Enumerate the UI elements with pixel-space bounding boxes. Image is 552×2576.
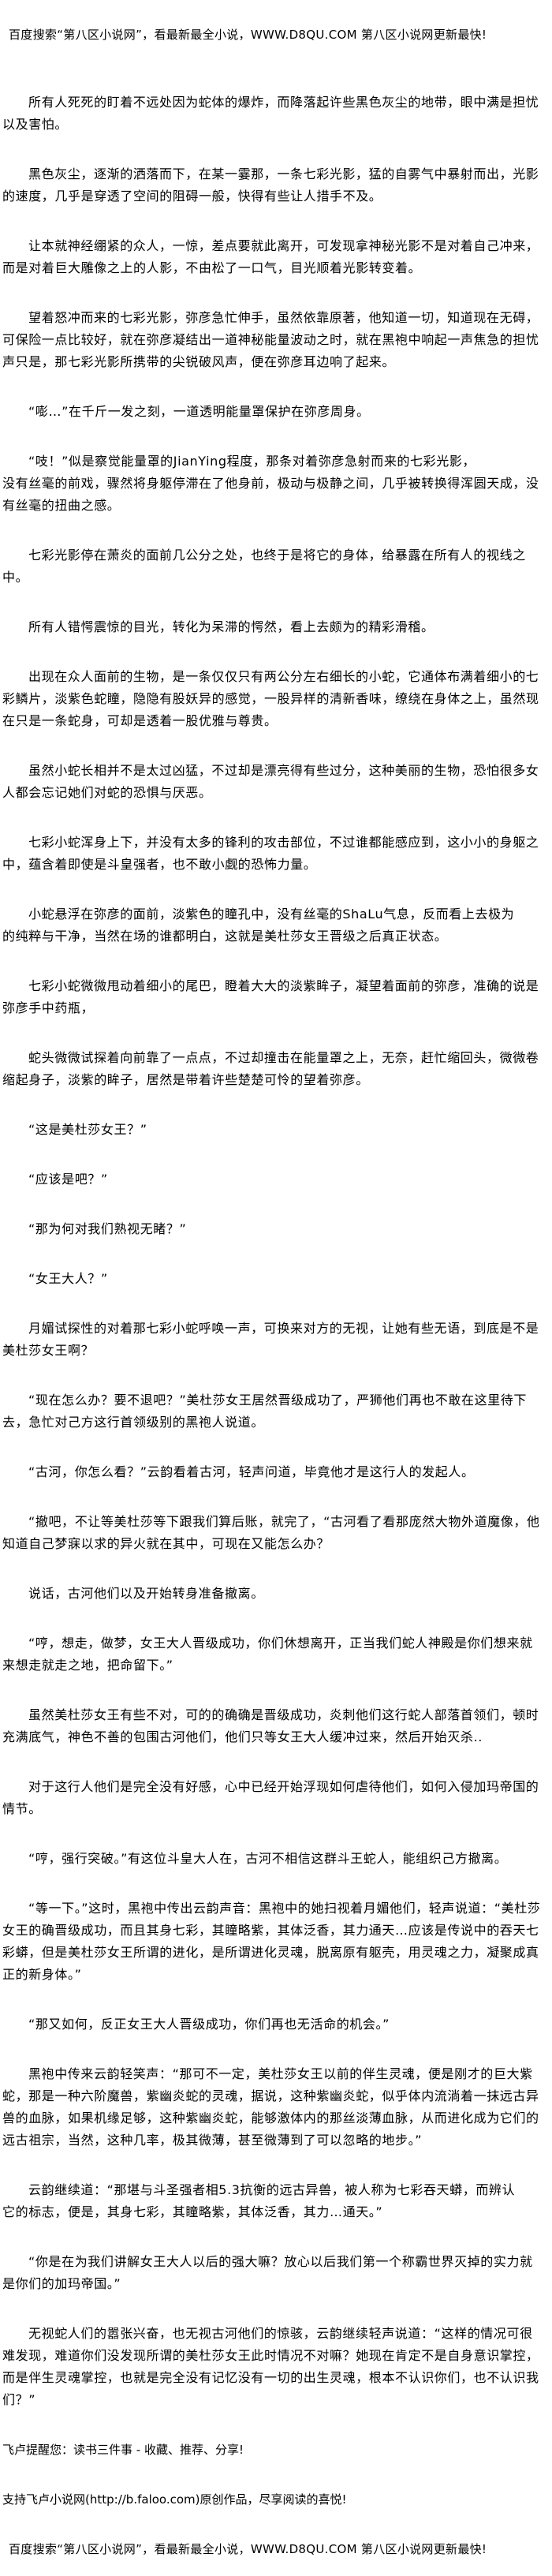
paragraph: 说话，古河他们以及开始转身准备撤离。 (28, 1586, 264, 1601)
paragraph: “撤吧，不让等美杜莎等下跟我们算后账，就完了，“古河看了看那庞然大物外道魔像，他… (2, 1514, 540, 1551)
paragraph: 虽然美杜莎女王有些不对，可的的确确是晋级成功，炎刺他们这行蛇人部落首领们，顿时充… (2, 1707, 539, 1744)
paragraph: “古河，你怎么看？”云韵看着古河，轻声问道，毕竟他才是这行人的发起人。 (28, 1464, 475, 1479)
paragraph: “哼，强行突破。”有这位斗皇大人在，古河不相信这群斗王蛇人，能组织己方撤离。 (28, 1851, 508, 1866)
paragraph: “你是在为我们讲解女王大人以后的强大嘛？放心以后我们第一个称霸世界灭掉的实力就是… (2, 2254, 533, 2291)
paragraph: “嘭…”在千斤一发之刻，一道透明能量罩保护在弥彦周身。 (28, 404, 370, 419)
paragraph: 黑袍中传来云韵轻笑声：“那可不一定，美杜莎女王以前的伴生灵魂，便是刚才的巨大紫蛇… (2, 2066, 539, 2148)
paragraph: “女王大人？” (28, 1271, 108, 1286)
support-notice: 支持飞卢小说网(http://b.faloo.com)原创作品，尽享阅读的喜悦! (2, 2492, 347, 2507)
paragraph: “应该是吧？” (28, 1172, 108, 1187)
paragraph: 所有人死死的盯着不远处因为蛇体的爆炸，而降落起许些黑色灰尘的地带，眼中满是担忧以… (2, 95, 539, 132)
reading-reminder: 飞卢提醒您：读书三件事 - 收藏、推荐、分享! (2, 2443, 244, 2457)
site-banner-top: 百度搜索“第八区小说网”，看最新最全小说，WWW.D8QU.COM 第八区小说网… (9, 28, 487, 42)
paragraph: “那又如何，反正女王大人晋级成功，你们再也无活命的机会。” (28, 2017, 390, 2032)
paragraph: “吱！”似是察觉能量罩的JianYing程度，那条对着弥彦急射而来的七彩光影， … (2, 454, 539, 513)
paragraph: 月媚试探性的对着那七彩小蛇呼唤一声，可换来对方的无视，让她有些无语，到底是不是美… (2, 1321, 539, 1358)
paragraph: 小蛇悬浮在弥彦的面前，淡紫色的瞳孔中，没有丝毫的ShaLu气息，反而看上去极为 … (2, 907, 515, 944)
paragraph: 对于这行人他们是完全没有好感，心中已经开始浮现如何虐待他们，如何入侵加玛帝国的情… (2, 1779, 539, 1816)
paragraph: 所有人错愕震惊的目光，转化为呆滞的愕然，看上去颇为的精彩滑稽。 (28, 619, 435, 634)
site-banner-bottom: 百度搜索“第八区小说网”，看最新最全小说，WWW.D8QU.COM 第八区小说网… (9, 2542, 487, 2556)
paragraph: 出现在众人面前的生物，是一条仅仅只有两公分左右细长的小蛇，它通体布满着细小的七彩… (2, 669, 539, 728)
paragraph: “哼，想走，做梦，女王大人晋级成功，你们休想离开，正当我们蛇人神殿是你们想来就来… (2, 1636, 533, 1673)
paragraph: “现在怎么办？要不退吧？”美杜莎女王居然晋级成功了，严狮他们再也不敢在这里待下去… (2, 1393, 527, 1430)
paragraph: “这是美杜莎女王？” (28, 1122, 147, 1137)
paragraph: 蛇头微微试探着向前靠了一点点，不过却撞击在能量罩之上，无奈，赶忙缩回头，微微卷缩… (2, 1050, 539, 1087)
paragraph: 无视蛇人们的嚣张兴奋，也无视古河他们的惊骇，云韵继续轻声说道：“这样的情况可很难… (2, 2326, 539, 2407)
paragraph: “那为何对我们熟视无睹？” (28, 1221, 187, 1236)
paragraph: 云韵继续道：“那堪与斗圣强者相5.3抗衡的远古异兽，被人称为七彩吞天蟒，而辨认 … (2, 2182, 516, 2219)
paragraph: 黑色灰尘，逐渐的洒落而下，在某一霎那，一条七彩光影，猛的自雾气中暴射而出，光影的… (2, 166, 539, 204)
paragraph: 七彩光影停在萧炎的面前几公分之处，也终于是将它的身体，给暴露在所有人的视线之中。 (2, 548, 526, 585)
paragraph: 七彩小蛇微微甩动着细小的尾巴，瞪着大大的淡紫眸子，凝望着面前的弥彦，准确的说是弥… (2, 978, 539, 1015)
paragraph: “等一下。”这时，黑袍中传出云韵声音：黑袍中的她扫视着月媚他们，轻声说道：“美杜… (2, 1901, 541, 1982)
paragraph: 望着怒冲而来的七彩光影，弥彦急忙伸手，虽然依靠原著，他知道一切，知道现在无碍，可… (2, 310, 539, 369)
paragraph: 虽然小蛇长相并不是太过凶猛，不过却是漂亮得有些过分，这种美丽的生物，恐怕很多女人… (2, 763, 539, 800)
paragraph: 七彩小蛇浑身上下，并没有太多的锋利的攻击部位，不过谁都能感应到，这小小的身躯之中… (2, 835, 539, 872)
paragraph: 让本就神经绷紧的众人，一惊，差点要就此离开，可发现拿神秘光影不是对着自己冲来，而… (2, 238, 539, 275)
chapter-body: 所有人死死的盯着不远处因为蛇体的爆炸，而降落起许些黑色灰尘的地带，眼中满是担忧以… (2, 92, 546, 2411)
